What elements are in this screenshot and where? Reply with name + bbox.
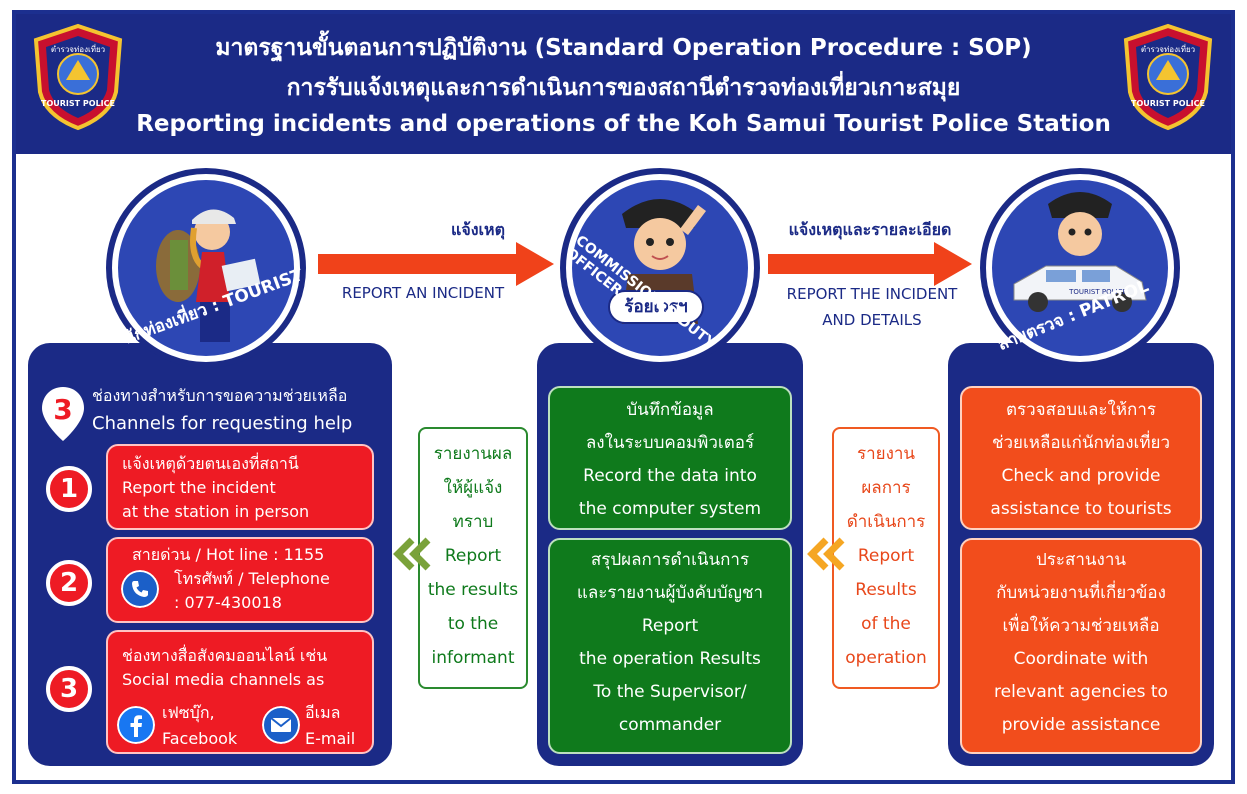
channels-title-en: Channels for requesting help: [92, 413, 353, 434]
feedback-right-line-6: of the: [861, 614, 911, 634]
big-number-3: 3: [53, 393, 72, 426]
channel-3-line-2: Social media channels as: [122, 670, 325, 689]
email-label-th: อีเมล: [305, 703, 341, 722]
title-line-1: มาตรฐานขั้นตอนการปฏิบัติงาน (Standard Op…: [215, 35, 1032, 61]
feedback-left-line-4: Report: [444, 546, 502, 566]
title-line-3: Reporting incidents and operations of th…: [136, 111, 1111, 137]
coord-line-6: provide assistance: [1001, 715, 1161, 735]
channel-1-line-2: Report the incident: [122, 478, 276, 497]
feedback-left-line-1: รายงานผล: [433, 444, 513, 464]
feedback-right-line-2: ผลการ: [861, 478, 911, 498]
feedback-left-line-5: the results: [427, 580, 519, 600]
facebook-label-th: เฟซบุ๊ก,: [162, 703, 215, 722]
feedback-left-line-6: to the: [447, 614, 499, 634]
officer-thai-label: ร้อยเวรฯ: [608, 290, 704, 324]
chevron-left-orange-icon: [807, 537, 845, 571]
badge-right-text-top: ตำรวจท่องเที่ยว: [1141, 43, 1195, 54]
phone-icon[interactable]: [121, 570, 159, 608]
feedback-left-line-3: ทราบ: [452, 512, 494, 532]
record-line-4: the computer system: [578, 499, 762, 519]
summary-line-4: the operation Results: [579, 649, 761, 669]
check-line-1: ตรวจสอบและให้การ: [1005, 400, 1157, 420]
summary-line-2: และรายงานผู้บังคับบัญชา: [576, 583, 764, 603]
channel-2-line-2: โทรศัพท์ / Telephone: [174, 569, 330, 588]
facebook-icon[interactable]: [117, 706, 155, 744]
feedback-right-line-4: Report: [857, 546, 915, 566]
facebook-label-en: Facebook: [162, 729, 238, 748]
patrol-circle: TOURIST POLICE: [980, 168, 1180, 368]
location-pin-icon: 3: [42, 387, 84, 441]
feedback-operation-results-box: รายงาน ผลการ ดำเนินการ Report Results of…: [832, 427, 940, 689]
record-line-2: ลงในระบบคอมพิวเตอร์: [585, 433, 755, 453]
coord-line-3: เพื่อให้ความช่วยเหลือ: [1002, 616, 1160, 636]
email-label-en: E-mail: [305, 729, 356, 748]
summary-line-5: To the Supervisor/: [593, 682, 747, 702]
badge-left-text-bottom: TOURIST POLICE: [41, 99, 115, 108]
feedback-left-line-2: ให้ผู้แจ้ง: [443, 478, 503, 498]
channel-2-line-1: สายด่วน / Hot line : 1155: [132, 545, 325, 564]
summary-line-6: commander: [618, 715, 722, 735]
feedback-to-informant-box: รายงานผล ให้ผู้แจ้ง ทราบ Report the resu…: [418, 427, 528, 689]
coord-line-1: ประสานงาน: [1035, 550, 1127, 570]
officer-circle: [560, 168, 760, 368]
check-line-3: Check and provide: [1001, 466, 1161, 486]
car-text: TOURIST POLICE: [1068, 288, 1127, 296]
check-assist-box: ตรวจสอบและให้การ ช่วยเหลือแก่นักท่องเที่…: [960, 386, 1202, 530]
arrow-details-th: แจ้งเหตุและรายละเอียด: [788, 220, 952, 239]
feedback-left-line-7: informant: [431, 648, 515, 668]
arrow-details-en-1: REPORT THE INCIDENT: [786, 285, 958, 303]
patrol-illustration-icon: TOURIST POLICE: [1013, 192, 1147, 312]
arrow-details-en-2: AND DETAILS: [822, 311, 922, 329]
coord-line-4: Coordinate with: [1013, 649, 1149, 669]
record-line-3: Record the data into: [583, 466, 757, 486]
feedback-right-line-1: รายงาน: [856, 444, 916, 464]
tourist-police-badge-right-icon: ตำรวจท่องเที่ยว TOURIST POLICE: [1123, 23, 1213, 131]
channel-2-line-3: : 077-430018: [174, 593, 282, 612]
arrow-report-incident: [318, 242, 554, 286]
arrow-report-th: แจ้งเหตุ: [451, 220, 505, 239]
feedback-right-line-7: operation: [845, 648, 927, 668]
summary-line-3: Report: [641, 616, 699, 636]
badge-right-text-bottom: TOURIST POLICE: [1131, 99, 1205, 108]
channel-number-1: 1: [46, 466, 92, 512]
header-banner: มาตรฐานขั้นตอนการปฏิบัติงาน (Standard Op…: [16, 14, 1231, 154]
channel-1-line-1: แจ้งเหตุด้วยตนเองที่สถานี: [122, 454, 299, 473]
record-line-1: บันทึกข้อมูล: [626, 400, 714, 420]
channel-1-box: แจ้งเหตุด้วยตนเองที่สถานี Report the inc…: [106, 444, 374, 530]
title-line-2: การรับแจ้งเหตุและการดำเนินการของสถานีตำร…: [286, 75, 961, 101]
email-icon[interactable]: [262, 706, 300, 744]
arrow-report-details: [768, 242, 972, 286]
channel-number-3: 3: [46, 666, 92, 712]
feedback-right-line-3: ดำเนินการ: [846, 512, 926, 532]
channel-number-2: 2: [46, 560, 92, 606]
check-line-4: assistance to tourists: [990, 499, 1172, 519]
summary-line-1: สรุปผลการดำเนินการ: [590, 550, 750, 570]
coordinate-agencies-box: ประสานงาน กับหน่วยงานที่เกี่ยวข้อง เพื่อ…: [960, 538, 1202, 754]
coord-line-5: relevant agencies to: [994, 682, 1168, 702]
chevron-left-green-icon: [393, 537, 431, 571]
tourist-circle: [106, 168, 306, 368]
channels-title-th: ช่องทางสำหรับการขอความช่วยเหลือ: [92, 386, 348, 405]
channel-1-line-3: at the station in person: [122, 502, 310, 521]
arrow-report-en: REPORT AN INCIDENT: [341, 284, 505, 302]
tourist-police-badge-left-icon: ตำรวจท่องเที่ยว TOURIST POLICE: [33, 23, 123, 131]
channel-2-box: สายด่วน / Hot line : 1155 โทรศัพท์ / Tel…: [106, 537, 374, 623]
badge-left-text-top: ตำรวจท่องเที่ยว: [51, 43, 105, 54]
report-supervisor-box: สรุปผลการดำเนินการ และรายงานผู้บังคับบัญ…: [548, 538, 792, 754]
coord-line-2: กับหน่วยงานที่เกี่ยวข้อง: [996, 583, 1166, 603]
tourist-illustration-icon: [156, 209, 261, 342]
check-line-2: ช่วยเหลือแก่นักท่องเที่ยว: [991, 433, 1171, 453]
record-data-box: บันทึกข้อมูล ลงในระบบคอมพิวเตอร์ Record …: [548, 386, 792, 530]
channel-3-line-1: ช่องทางสื่อสังคมออนไลน์ เช่น: [122, 646, 328, 665]
feedback-right-line-5: Results: [855, 580, 917, 600]
